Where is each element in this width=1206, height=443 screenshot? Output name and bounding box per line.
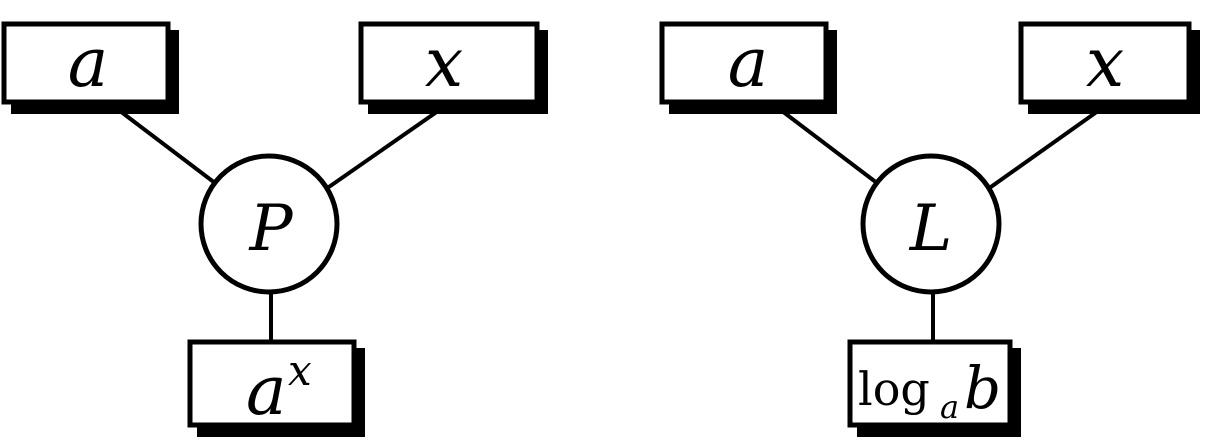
input-box-a-right: a — [659, 21, 837, 114]
power-diagram: a x P a x — [1, 21, 548, 437]
edge-a-to-p — [118, 109, 217, 185]
output-power-base: a — [246, 352, 287, 431]
input-label-x-right: x — [1086, 24, 1124, 103]
input-label-x: x — [425, 24, 463, 103]
output-log-argument: b — [964, 354, 1001, 422]
edge-x-to-p — [324, 109, 440, 191]
output-log-subscript: a — [940, 388, 959, 426]
edge-x-to-l — [986, 109, 1100, 191]
output-box-power: a x — [187, 339, 365, 437]
edge-a-to-l — [780, 109, 879, 185]
input-box-x-right: x — [1018, 21, 1200, 114]
input-box-x: x — [358, 21, 548, 114]
input-box-a: a — [1, 21, 179, 114]
operator-node-l: L — [860, 153, 1002, 295]
operator-label-p: P — [248, 192, 293, 266]
log-diagram: a x L log a b — [659, 21, 1200, 437]
output-box-log: log a b — [847, 339, 1021, 437]
output-power-exponent: x — [288, 346, 312, 395]
input-label-a: a — [68, 24, 109, 103]
input-label-a-right: a — [728, 24, 769, 103]
operator-label-l: L — [909, 192, 953, 266]
output-log-function: log — [858, 362, 930, 416]
operator-node-p: P — [198, 153, 340, 295]
